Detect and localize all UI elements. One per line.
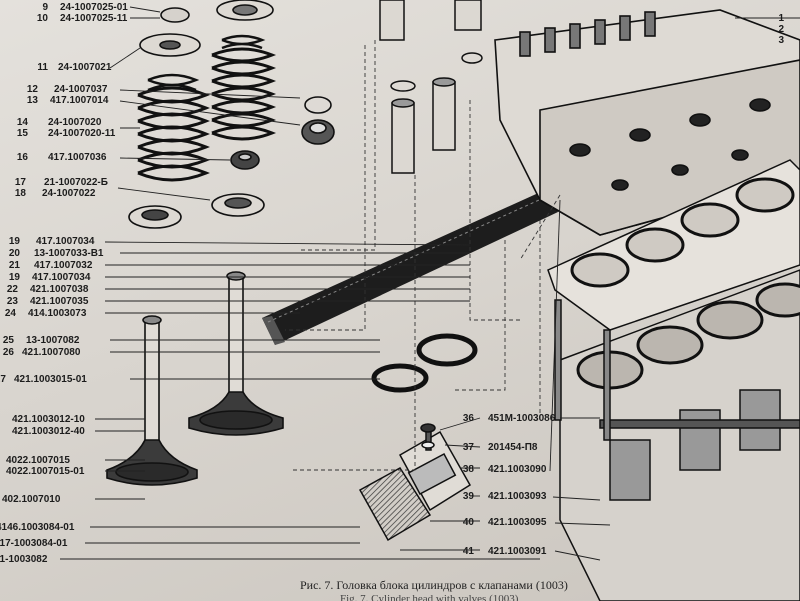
callout-num: 14: [16, 117, 28, 128]
callout-part: 417.1007014: [50, 95, 109, 106]
callout-part: 4022.1007015-01: [6, 466, 85, 477]
callout-part: 24-1007020: [48, 117, 102, 128]
callout-num: 1: [778, 13, 784, 24]
callout-num: 2: [778, 24, 784, 35]
callout-num: 3: [778, 35, 784, 46]
callout-num: 26: [2, 347, 14, 358]
callout-num: 20: [8, 248, 20, 259]
callout-part: 24-1007022: [42, 188, 96, 199]
callout-num: 13: [26, 95, 38, 106]
callout-num: 17: [14, 177, 26, 188]
callout-num: 37: [462, 442, 474, 453]
callout-num: 36: [462, 413, 474, 424]
callout-part: 451М-1003086: [488, 413, 556, 424]
callout-num: 10: [36, 13, 48, 24]
callout-part: 421.1003093: [488, 491, 547, 502]
callout-part: 13-1007033-В1: [34, 248, 104, 259]
callout-part: 13-1007082: [26, 335, 80, 346]
callout-num: 16: [16, 152, 28, 163]
callout-part: 21-1007022-Б: [44, 177, 108, 188]
callout-num: 22: [6, 284, 18, 295]
callout-num: 25: [2, 335, 14, 346]
callout-part: 417.1007032: [34, 260, 93, 271]
callout-num: 19: [8, 272, 20, 283]
dashed-leaders: [285, 40, 561, 471]
figure-caption-english: Fig. 7. Cylinder head with valves (1003): [340, 593, 519, 601]
callout-num: 12: [26, 84, 38, 95]
callout-part: 417.1007034: [32, 272, 91, 283]
callout-part: 21-1003082: [0, 554, 48, 565]
callout-part: 417.1007036: [48, 152, 107, 163]
cover-parts: [358, 423, 472, 542]
figure-caption: Рис. 7. Головка блока цилиндров с клапан…: [300, 578, 568, 592]
callout-part: 421.1003090: [488, 464, 547, 475]
callout-num: 24: [4, 308, 16, 319]
label-leaders: [60, 6, 800, 561]
callout-part: 24-1007020-11: [48, 128, 116, 139]
callout-part: 24-1007025-11: [60, 13, 128, 24]
head-gasket: [547, 159, 800, 331]
callout-part: 421.1003012-40: [12, 426, 85, 437]
callout-num: 19: [8, 236, 20, 247]
callout-part: 421.1003095: [488, 517, 547, 528]
callout-part: 421.1003012-10: [12, 414, 85, 425]
callout-num: 21: [8, 260, 20, 271]
callout-part: 24-1007021: [58, 62, 112, 73]
callout-num: 23: [6, 296, 18, 307]
callout-part: 414.1003073: [28, 308, 87, 319]
valves: [106, 271, 284, 486]
callout-num: 40: [462, 517, 474, 528]
intake-gasket-strip: [262, 190, 558, 345]
callout-num: 27: [0, 374, 6, 385]
callout-part: 421.1007038: [30, 284, 89, 295]
callout-num: 15: [16, 128, 28, 139]
callout-part: 421.1003015-01: [14, 374, 87, 385]
callout-part: 421.1007080: [22, 347, 81, 358]
cylinder-block: [554, 269, 800, 601]
callout-num: 18: [14, 188, 26, 199]
callout-part: 421.1007035: [30, 296, 89, 307]
valve-spring-assembly: [128, 0, 335, 229]
callout-part: 24-1007037: [54, 84, 108, 95]
callout-part: 402.1007010: [2, 494, 61, 505]
callout-part: 4146.1003084-01: [0, 522, 75, 533]
callout-num: 11: [37, 62, 48, 73]
callout-part: 24-1007025-01: [60, 2, 128, 13]
callout-part: 417-1003084-01: [0, 538, 68, 549]
callout-part: 201454-П8: [488, 442, 538, 453]
valve-guides: [379, 0, 483, 174]
seat-rings: [371, 333, 478, 393]
callout-part: 4022.1007015: [6, 455, 70, 466]
callout-num: 41: [462, 546, 474, 557]
callout-num: 38: [462, 464, 474, 475]
callout-part: 421.1003091: [488, 546, 547, 557]
callout-part: 417.1007034: [36, 236, 95, 247]
callout-num: 39: [462, 491, 474, 502]
callout-num: 9: [42, 2, 48, 13]
